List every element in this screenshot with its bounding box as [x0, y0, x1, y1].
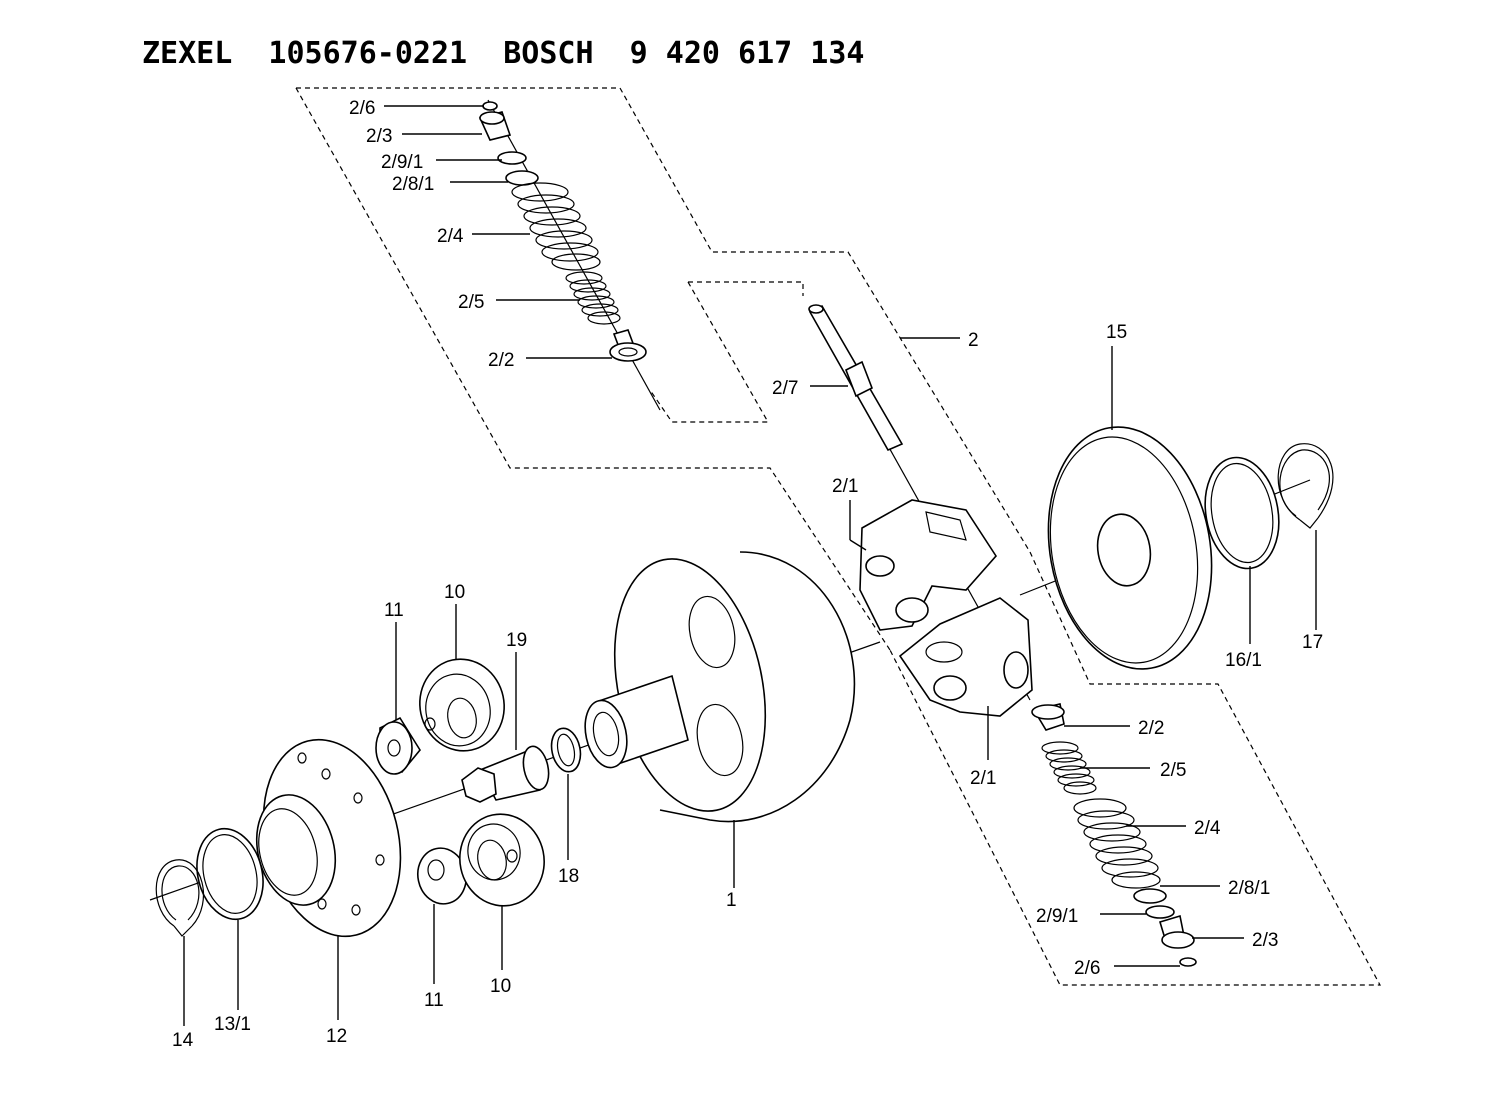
label-2-2-top: 2/2 [488, 350, 514, 371]
diagram-title: ZEXEL 105676-0221 BOSCH 9 420 617 134 [142, 36, 865, 71]
top-inner-spring [565, 271, 621, 325]
label-2-3-top: 2/3 [366, 126, 392, 147]
bottom-valve-assembly [1031, 703, 1197, 967]
sleeve-19 [461, 745, 550, 803]
ring-13-1 [196, 827, 264, 921]
top-outer-spring [511, 182, 601, 271]
gear-15 [1047, 426, 1213, 670]
label-2-3-bottom: 2/3 [1252, 930, 1278, 951]
label-17: 17 [1302, 632, 1323, 653]
label-16-1: 16/1 [1225, 650, 1262, 671]
label-2-5-bottom: 2/5 [1160, 760, 1186, 781]
dashed-outlines [295, 87, 1382, 986]
circlip-14 [155, 859, 205, 937]
label-2-5-top: 2/5 [458, 292, 484, 313]
shaft-2-7 [808, 304, 904, 452]
label-11-bottom: 11 [424, 990, 444, 1011]
label-2-4-top: 2/4 [437, 226, 464, 247]
top-valve-assembly [478, 101, 647, 362]
flyweight-lower [898, 597, 1033, 717]
ring-18 [550, 727, 582, 773]
label-1: 1 [726, 890, 737, 911]
label-2: 2 [968, 330, 979, 351]
label-10-bottom: 10 [490, 976, 511, 997]
circlip-17 [1277, 443, 1334, 529]
label-18: 18 [558, 866, 579, 887]
label-2-8-1-top: 2/8/1 [392, 174, 434, 195]
weight-10-top [419, 658, 505, 752]
label-2-8-1-bottom: 2/8/1 [1228, 878, 1270, 899]
label-2-9-1-bottom: 2/9/1 [1036, 906, 1078, 927]
label-2-4-bottom: 2/4 [1194, 818, 1221, 839]
label-11-top: 11 [384, 600, 404, 621]
label-13-1: 13/1 [214, 1014, 251, 1035]
bushing-11-top [375, 716, 421, 775]
label-19: 19 [506, 630, 527, 651]
label-2-6-top: 2/6 [349, 98, 375, 119]
label-14: 14 [172, 1030, 194, 1051]
bottom-inner-spring [1041, 741, 1097, 795]
weight-10-bottom [459, 813, 545, 907]
flyweight-upper [859, 499, 998, 631]
label-2-6-bottom: 2/6 [1074, 958, 1100, 979]
leader-lines [183, 105, 1317, 1026]
label-2-1-lower: 2/1 [970, 768, 996, 789]
label-2-2-bottom: 2/2 [1138, 718, 1164, 739]
bottom-outer-spring [1073, 798, 1161, 889]
housing-1 [584, 551, 856, 823]
label-12: 12 [326, 1026, 347, 1047]
label-10-top: 10 [444, 582, 465, 603]
label-2-9-1-top: 2/9/1 [381, 152, 423, 173]
ring-16-1 [1204, 456, 1280, 570]
label-2-7: 2/7 [772, 378, 798, 399]
label-2-1-upper: 2/1 [832, 476, 858, 497]
flange-12 [255, 738, 402, 938]
part-labels: 2/6 2/3 2/9/1 2/8/1 2/4 2/5 2/2 2/7 2 15… [172, 98, 1323, 1051]
label-15: 15 [1106, 322, 1127, 343]
